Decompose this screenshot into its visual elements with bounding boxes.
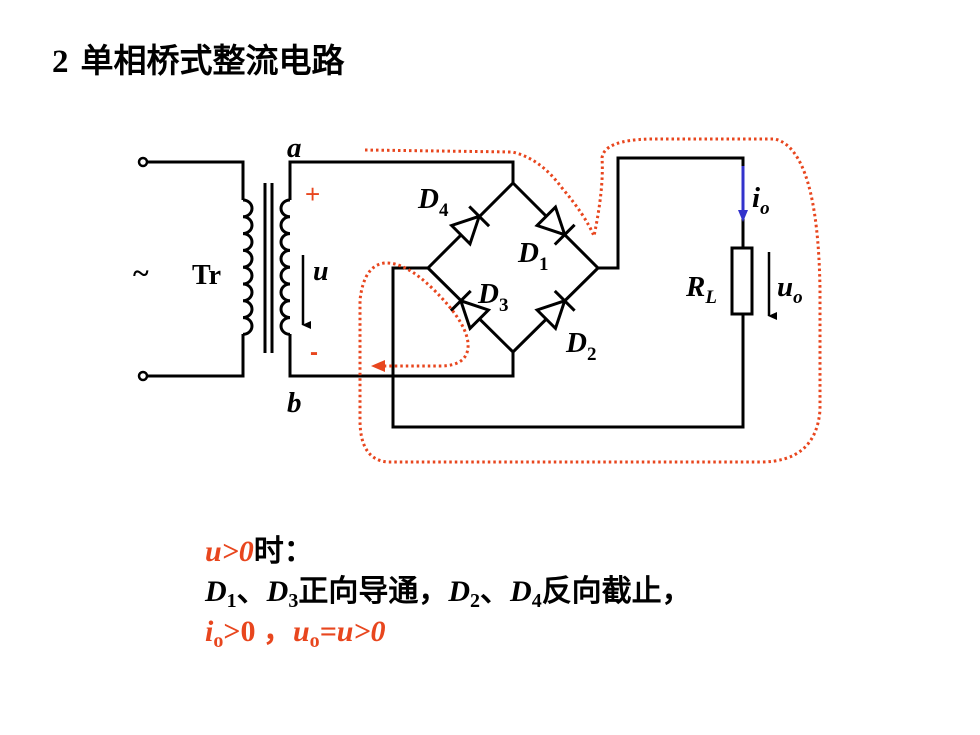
diode-d1 — [534, 204, 576, 246]
io-label: io — [752, 182, 770, 219]
load-resistor — [730, 246, 754, 316]
primary-coil — [242, 198, 254, 336]
note-line-3: io>0 ，uo=u>0 — [205, 615, 386, 652]
node-b-label: b — [287, 387, 302, 419]
diode-d2 — [534, 289, 576, 332]
condition-text: u>0 — [205, 535, 254, 568]
d4-label: D4 — [417, 183, 449, 221]
current-path-dotted — [358, 137, 822, 464]
input-terminals — [137, 156, 245, 382]
rl-label: RL — [685, 271, 717, 308]
ac-source-symbol: ~ — [133, 257, 149, 290]
d3-label: D3 — [477, 278, 508, 316]
secondary-coil — [279, 198, 291, 336]
diode-d3 — [449, 289, 492, 332]
title-number: 2 — [52, 44, 69, 80]
circuit-wires — [288, 156, 745, 429]
note-line-1: u>0时： — [205, 534, 314, 569]
note-line-2: D1、D3正向导通，D2、D4反向截止， — [205, 574, 692, 612]
d2-label: D2 — [565, 327, 596, 365]
plus-polarity: + — [305, 179, 320, 209]
transformer — [242, 183, 291, 353]
terminal-top — [137, 156, 149, 168]
transformer-label: Tr — [192, 260, 221, 291]
explanation-text: u>0时： D1、D3正向导通，D2、D4反向截止， io>0 ，uo=u>0 — [205, 532, 692, 652]
title-text: 单相桥式整流电路 — [80, 41, 345, 80]
uo-label: uo — [777, 271, 803, 308]
u-label: u — [313, 256, 329, 287]
node-a-label: a — [287, 132, 302, 164]
minus-polarity: - — [310, 339, 318, 366]
page-title: 2 单相桥式整流电路 — [52, 34, 345, 82]
terminal-bottom — [137, 370, 149, 382]
current-path-arrowhead — [371, 360, 385, 372]
d1-label: D1 — [517, 237, 548, 275]
diode-d4 — [448, 205, 491, 247]
